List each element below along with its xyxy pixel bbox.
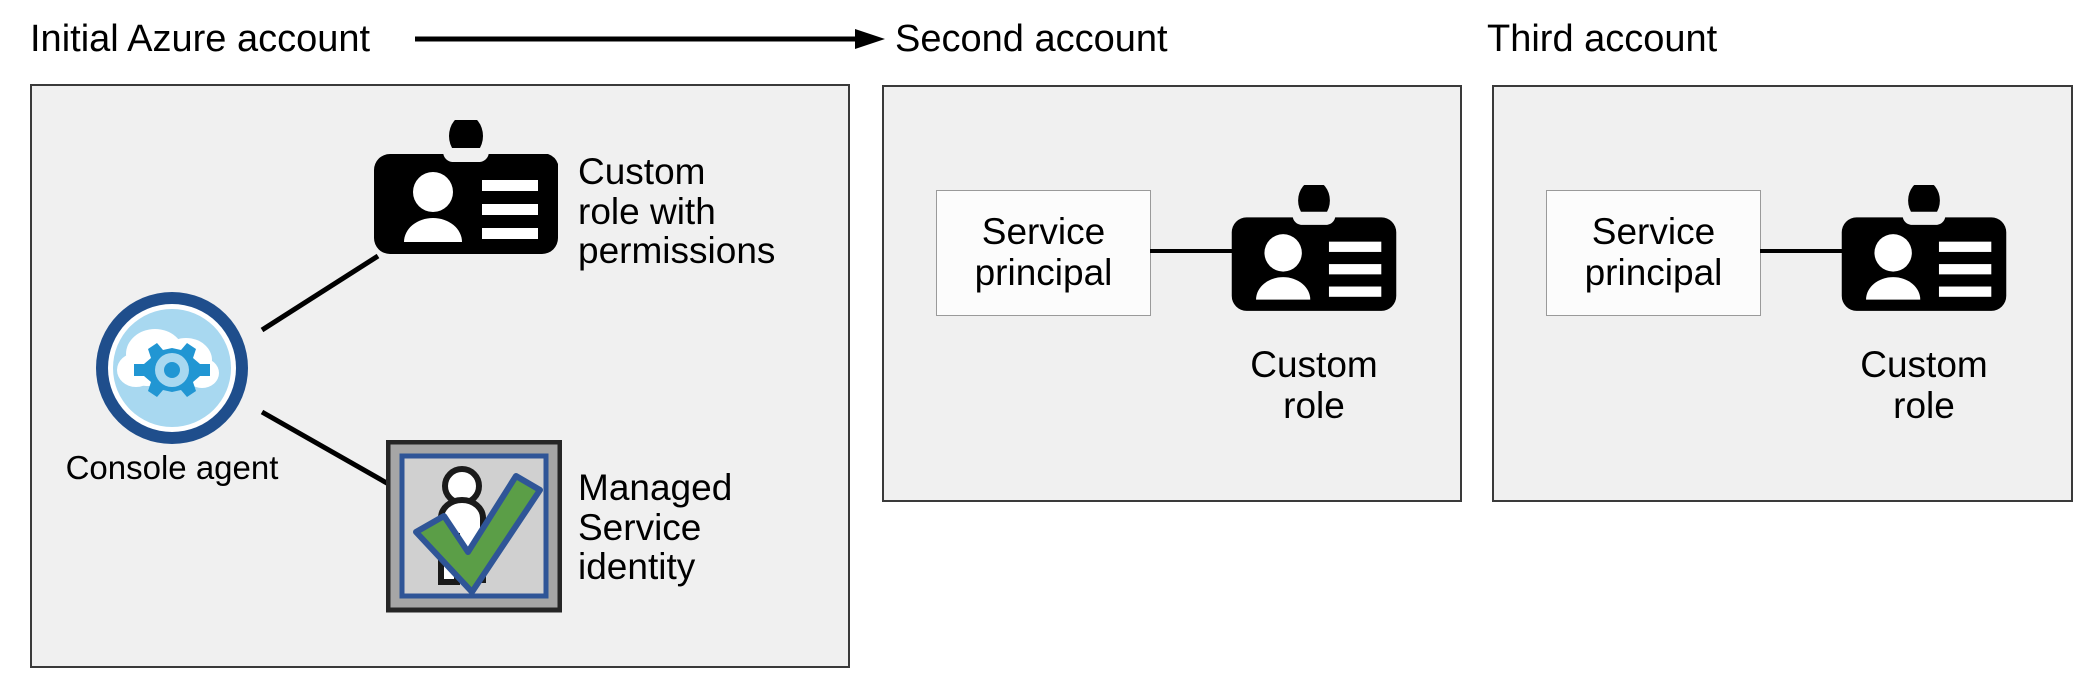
person-check-icon[interactable]: [386, 440, 562, 616]
label-custom-role-second: Custom role: [1250, 344, 1378, 426]
label-service-principal-second: Service principal: [974, 211, 1113, 293]
label-custom-role-third: Custom role: [1860, 344, 1988, 426]
label-console-agent: Console agent: [65, 449, 279, 486]
label-service-principal-third: Service principal: [1584, 211, 1723, 293]
arrow-right-icon: [415, 29, 885, 49]
connector-sp-to-role-second: [1150, 249, 1232, 253]
connector-sp-to-role-third: [1760, 249, 1842, 253]
heading-initial-azure-account: Initial Azure account: [30, 18, 371, 60]
cloud-gear-icon: [96, 292, 248, 444]
id-badge-icon[interactable]: [1228, 185, 1400, 317]
heading-third-account: Third account: [1487, 18, 1718, 60]
label-managed-service-identity: Managed Service identity: [578, 467, 733, 588]
id-badge-icon[interactable]: [374, 120, 558, 260]
heading-second-account: Second account: [895, 18, 1168, 60]
node-service-principal-third[interactable]: Service principal: [1546, 190, 1761, 316]
id-badge-icon[interactable]: [1838, 185, 2010, 317]
node-console-agent[interactable]: Console agent: [66, 288, 278, 486]
node-service-principal-second[interactable]: Service principal: [936, 190, 1151, 316]
label-custom-role-with-permissions: Custom role with permissions: [578, 151, 776, 272]
